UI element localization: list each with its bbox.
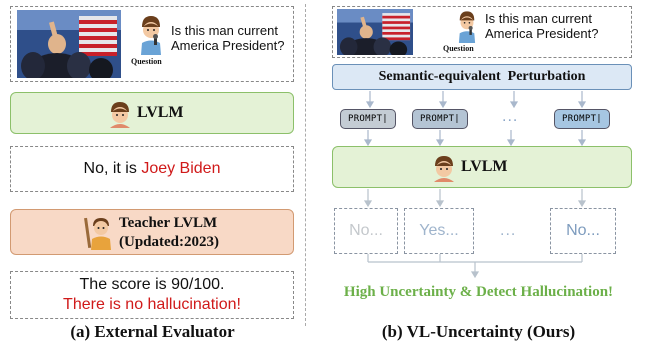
left-question-box: Question Is this man current America Pre… bbox=[10, 6, 294, 82]
right-caption: (b) VL-Uncertainty (Ours) bbox=[381, 322, 576, 341]
teacher-icon bbox=[83, 216, 113, 250]
left-lvlm-box: LVLM bbox=[10, 92, 294, 134]
left-answer-box: No, it is Joey Biden bbox=[10, 146, 294, 192]
person-with-microphone-icon bbox=[455, 9, 479, 43]
prompt-chip-2: PROMPT| bbox=[412, 109, 468, 129]
question-label: Question bbox=[131, 57, 162, 66]
prompt-chip-1: PROMPT| bbox=[340, 109, 396, 129]
person-face-icon bbox=[107, 100, 133, 128]
score-line: The score is 90/100. bbox=[79, 276, 225, 293]
teacher-updated: (Updated:2023) bbox=[119, 234, 219, 250]
answer-prefix: No, it is bbox=[83, 160, 142, 177]
lvlm-arrows bbox=[363, 189, 587, 208]
answer-box-3: No... bbox=[550, 208, 616, 254]
right-lvlm-box: LVLM bbox=[332, 146, 632, 188]
merge-arrow bbox=[367, 254, 583, 279]
right-question-photo bbox=[337, 9, 413, 55]
question-label: Question bbox=[443, 44, 474, 53]
prompt-arrows bbox=[363, 130, 587, 147]
perturbation-arrows bbox=[365, 91, 587, 108]
question-text: Is this man current America President? bbox=[485, 11, 599, 41]
perturbation-bar: Semantic-equivalent Perturbation bbox=[332, 64, 632, 90]
prompt-chip-3: PROMPT| bbox=[554, 109, 610, 129]
lvlm-label: LVLM bbox=[137, 104, 184, 121]
person-face-icon bbox=[431, 154, 457, 182]
lvlm-label: LVLM bbox=[461, 158, 508, 175]
answer-box-1: No... bbox=[334, 208, 398, 254]
prompt-ellipsis: ... bbox=[502, 108, 519, 125]
person-with-microphone-icon bbox=[137, 13, 165, 55]
result-text: High Uncertainty & Detect Hallucination! bbox=[343, 284, 614, 300]
left-caption: (a) External Evaluator bbox=[70, 322, 235, 341]
question-text: Is this man current America President? bbox=[171, 23, 285, 53]
answer-box-2: Yes... bbox=[404, 208, 474, 254]
answer-highlight: Joey Biden bbox=[141, 160, 221, 177]
right-question-box: Question Is this man current America Pre… bbox=[332, 6, 632, 58]
score-verdict: There is no hallucination! bbox=[63, 296, 241, 313]
answer-ellipsis: ... bbox=[500, 222, 517, 239]
panel-divider bbox=[305, 4, 306, 326]
teacher-lvlm-box: Teacher LVLM (Updated:2023) bbox=[10, 209, 294, 255]
left-question-photo bbox=[17, 10, 121, 78]
teacher-label: Teacher LVLM bbox=[119, 215, 218, 231]
score-box: The score is 90/100. There is no halluci… bbox=[10, 271, 294, 319]
